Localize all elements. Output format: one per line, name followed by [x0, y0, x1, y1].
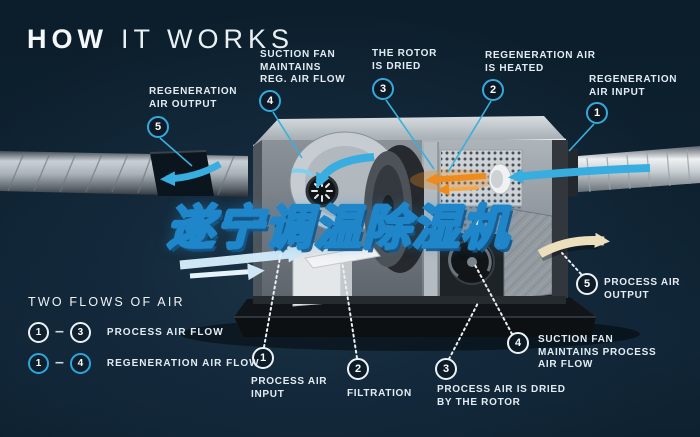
- regeneration-callout-lines: [159, 99, 595, 173]
- regeneration-fan-flow: [315, 153, 375, 189]
- legend-circle-process-start: 1: [28, 321, 49, 343]
- callout-number-process-input: 1: [252, 347, 274, 369]
- legend-dash: –: [55, 354, 64, 371]
- callout-number-rotor-dried: 3: [372, 78, 394, 100]
- legend-row-regeneration: 1 – 4 REGENERATION AIR FLOW: [28, 352, 260, 374]
- callout-number-filtration: 2: [347, 358, 369, 380]
- callout-label-regeneration-input: REGENERATION AIR INPUT: [589, 74, 678, 98]
- callout-number-regeneration-input: 1: [586, 102, 608, 124]
- legend-label-regeneration: REGENERATION AIR FLOW: [106, 357, 260, 369]
- process-output-flow: [537, 232, 610, 258]
- legend-label-process: PROCESS AIR FLOW: [106, 326, 224, 338]
- regeneration-output-flow: [160, 160, 222, 187]
- legend-circle-process-end: 3: [69, 321, 91, 343]
- callout-number-regeneration-heated: 2: [482, 79, 504, 101]
- legend: TWO FLOWS OF AIR 1 – 3 PROCESS AIR FLOW …: [28, 295, 260, 383]
- callout-number-process-output: 5: [576, 273, 598, 295]
- heated-air-arrow: [425, 173, 487, 186]
- legend-row-process: 1 – 3 PROCESS AIR FLOW: [28, 321, 260, 343]
- legend-title: TWO FLOWS OF AIR: [28, 295, 185, 309]
- process-input-flow: [179, 245, 305, 270]
- callout-number-suction-fan-reg: 4: [259, 90, 281, 112]
- legend-circle-regeneration-end: 4: [69, 352, 91, 374]
- legend-circle-regeneration-start: 1: [28, 352, 49, 374]
- callout-number-regeneration-output: 5: [147, 116, 169, 138]
- legend-dash: –: [55, 323, 64, 340]
- rotor: [364, 145, 430, 273]
- callout-number-process-dried: 3: [435, 358, 457, 380]
- page-title-light: IT WORKS: [120, 24, 294, 54]
- filter-unit: [292, 239, 381, 307]
- air-flow-arrows: [160, 153, 651, 281]
- callout-label-regeneration-air-output: REGENERATION AIR OUTPUT: [149, 86, 238, 110]
- chinese-headline: 遂宁调温除湿机: [166, 200, 510, 256]
- callout-label-filtration: FILTRATION: [347, 388, 412, 399]
- callout-label-regeneration-heated: REGENERATION AIR IS HEATED: [485, 50, 596, 74]
- callout-label-process-input: PROCESS AIR INPUT: [251, 376, 328, 400]
- callout-label-process-dried: PROCESS AIR IS DRIED BY THE ROTOR: [437, 384, 566, 408]
- regeneration-input-flow: [508, 164, 651, 184]
- page-title-strong: HOW: [27, 24, 108, 54]
- page-title: HOW IT WORKS: [27, 24, 294, 55]
- callout-number-suction-fan-process: 4: [507, 332, 529, 354]
- callout-label-rotor-dried: THE ROTOR IS DRIED: [372, 48, 438, 72]
- callout-label-suction-fan-process: SUCTION FAN MAINTAINS PROCESS AIR FLOW: [538, 334, 657, 370]
- callout-label-process-output: PROCESS AIR OUTPUT: [604, 277, 681, 301]
- callout-label-suction-fan-reg: SUCTION FAN MAINTAINS REG. AIR FLOW: [260, 49, 346, 85]
- diamond-plate-wall: [503, 207, 553, 301]
- process-callout-lines: [263, 251, 582, 360]
